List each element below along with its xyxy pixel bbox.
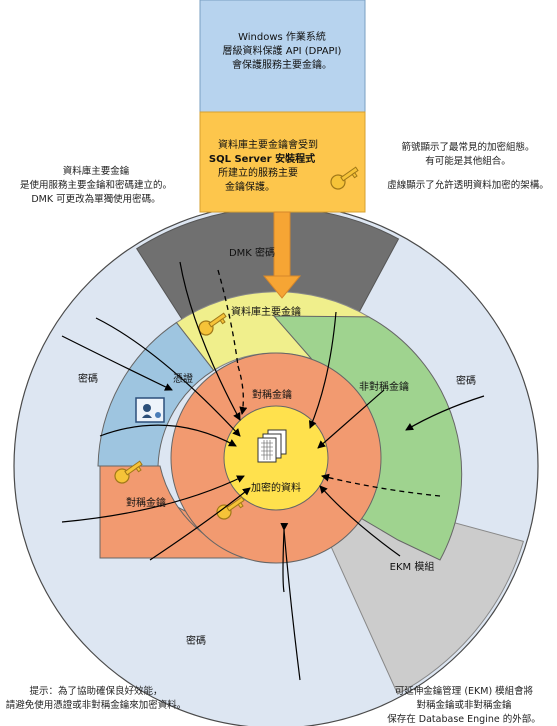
ekm-note-line-3: 保存在 Database Engine 的外部。 xyxy=(387,713,540,725)
smk-box-text: 資料庫主要金鑰會受到 SQL Server 安裝程式 所建立的服務主要 金鑰保護… xyxy=(209,138,318,193)
smk-box-line-1: 資料庫主要金鑰會受到 xyxy=(218,138,318,151)
key-icon xyxy=(330,166,359,190)
tip-note-line-1: 提示：為了協助確保良好效能， xyxy=(29,685,162,697)
arrow-left-password-to-cert xyxy=(61,335,173,391)
windows-box-line-1: Windows 作業系統 xyxy=(238,30,326,43)
windows-box-line-2: 層級資料保護 API (DPAPI) xyxy=(223,44,342,57)
db-master-key-label: 資料庫主要金鑰 xyxy=(231,305,301,318)
smk-box-line-4: 金鑰保護。 xyxy=(225,180,275,193)
arrow-asym2-to-data xyxy=(317,389,385,449)
ekm-note-line-1: 可延伸金鑰管理 (EKM) 模組會將 xyxy=(395,685,534,697)
arrow-sym-left-to-data xyxy=(61,475,245,523)
arrow-cert-to-data xyxy=(95,317,241,437)
asymmetric-key-label: 非對稱金鑰 xyxy=(359,380,409,393)
dmk-note-line-3: DMK 可更改為單獨使用密碼。 xyxy=(31,193,160,205)
key-icon xyxy=(114,460,143,484)
arrow-bottom-password-to-data xyxy=(280,522,289,593)
certificate-label: 憑證 xyxy=(173,372,193,385)
dash-note: 虛線顯示了允許透明資料加密的架構。 xyxy=(387,179,549,191)
ekm-note: 可延伸金鑰管理 (EKM) 模組會將 對稱金鑰或非對稱金鑰 保存在 Databa… xyxy=(387,685,540,725)
dashed-arrow-dmk xyxy=(237,365,248,415)
dmk-password-label: DMK 密碼 xyxy=(229,246,275,259)
arrow-right-password-to-asym xyxy=(405,395,485,431)
data-pages-icon xyxy=(257,429,287,463)
symmetric-key-outer-label: 對稱金鑰 xyxy=(126,496,166,509)
arrow-note-line-2: 有可能是其他組合。 xyxy=(425,155,511,167)
arrow-ekm-to-data xyxy=(319,485,401,557)
arrow-key-to-data xyxy=(149,487,251,561)
encrypted-data-label: 加密的資料 xyxy=(251,481,301,494)
certificate-icon xyxy=(135,397,165,423)
arrow-left-sym-to-data xyxy=(99,424,237,447)
arrow-bottom-password-to-sym xyxy=(283,529,301,681)
dash-note-line-1: 虛線顯示了允許透明資料加密的架構。 xyxy=(387,179,549,191)
ekm-module-label: EKM 模組 xyxy=(390,560,435,573)
dashed-arrows xyxy=(217,269,441,497)
dmk-note-line-2: 是使用服務主要金鑰和密碼建立的。 xyxy=(20,179,172,191)
arrow-dmk-to-data xyxy=(179,261,241,421)
smk-to-db-arrow-head xyxy=(262,275,302,299)
ekm-note-line-2: 對稱金鑰或非對稱金鑰 xyxy=(416,699,512,711)
password-bottom-label: 密碼 xyxy=(186,634,206,647)
windows-dpapi-box xyxy=(199,0,366,113)
windows-box-text: Windows 作業系統 層級資料保護 API (DPAPI) 會保護服務主要金… xyxy=(223,30,342,71)
tip-note-line-2: 請避免使用憑證或非對稱金鑰來加密資料。 xyxy=(6,699,187,711)
dashed-arrow-dmk-top xyxy=(217,269,239,367)
certificate-sector xyxy=(97,321,215,467)
smk-box xyxy=(199,111,366,213)
symmetric-key-inner-label: 對稱金鑰 xyxy=(252,388,292,401)
dmk-note-line-1: 資料庫主要金鑰 xyxy=(63,165,130,177)
tip-note: 提示：為了協助確保良好效能， 請避免使用憑證或非對稱金鑰來加密資料。 xyxy=(6,685,187,711)
smk-box-line-2: SQL Server 安裝程式 xyxy=(209,152,315,165)
smk-to-db-arrow-shaft xyxy=(273,211,291,279)
password-left-label: 密碼 xyxy=(78,372,98,385)
dmk-note: 資料庫主要金鑰 是使用服務主要金鑰和密碼建立的。 DMK 可更改為單獨使用密碼。 xyxy=(20,165,172,205)
arrow-asym-to-data xyxy=(308,311,337,429)
arrow-note: 箭號顯示了最常見的加密組態。 有可能是其他組合。 xyxy=(401,141,534,167)
key-icon xyxy=(216,496,245,520)
dashed-arrow-ekm xyxy=(321,473,441,497)
ekm-module-sector xyxy=(309,499,525,695)
arrow-note-line-1: 箭號顯示了最常見的加密組態。 xyxy=(401,141,534,153)
smk-box-line-3: 所建立的服務主要 xyxy=(218,166,298,179)
windows-box-line-3: 會保護服務主要金鑰。 xyxy=(232,58,332,71)
connector-arrows xyxy=(61,261,485,681)
password-right-label: 密碼 xyxy=(456,374,476,387)
key-icon xyxy=(198,312,227,336)
